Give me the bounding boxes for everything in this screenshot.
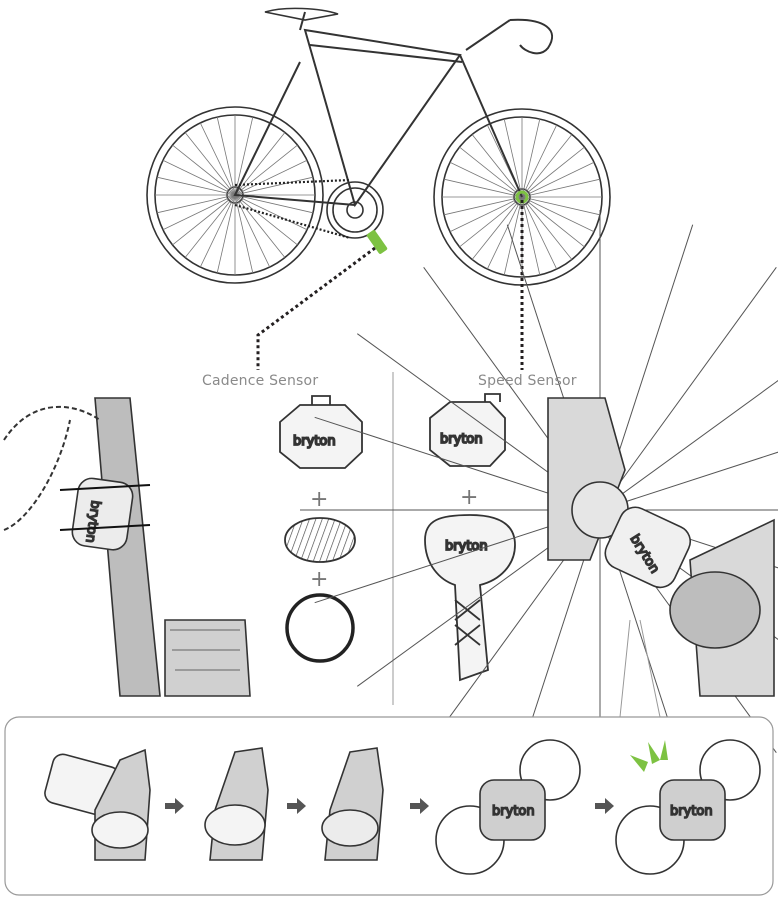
step-2 — [204, 747, 269, 861]
spoke — [521, 118, 541, 198]
step5-brand-mark: bryton — [670, 804, 713, 819]
spoke — [521, 196, 573, 260]
spoke — [216, 194, 236, 274]
bicycle-illustration — [146, 7, 611, 286]
spoke — [449, 161, 523, 198]
spoke — [521, 124, 558, 198]
cadence-sensor-unit: bryton — [279, 395, 363, 469]
step-arrow — [165, 798, 184, 814]
speed-sensor-label: Speed Sensor — [478, 373, 577, 389]
spoke — [486, 196, 523, 270]
spoke — [184, 194, 236, 258]
spoke — [471, 134, 523, 198]
spoke — [471, 196, 523, 260]
speed-mount-bracket: bryton — [424, 514, 516, 682]
plus-sign: + — [460, 485, 478, 510]
step-1 — [44, 748, 151, 861]
spoke — [521, 161, 595, 198]
spoke — [234, 194, 286, 258]
cadence-leader-line — [256, 246, 376, 370]
spoke — [599, 451, 778, 511]
plus-sign: + — [310, 567, 328, 592]
step-5: bryton — [615, 739, 761, 875]
spoke — [234, 176, 314, 196]
spoke — [184, 132, 236, 196]
cadence-sensor-brand-mark: bryton — [82, 499, 103, 543]
spoke — [234, 194, 308, 231]
spoke — [216, 116, 236, 196]
bike-frame — [233, 7, 554, 208]
step-panel — [4, 716, 774, 896]
spoke — [521, 134, 573, 198]
spoke — [199, 122, 236, 196]
speed-hub-view: bryton — [300, 210, 778, 810]
spoke — [234, 116, 254, 196]
step4-brand-mark: bryton — [492, 804, 535, 819]
spoke — [234, 194, 254, 274]
rear-wheel — [146, 106, 324, 284]
spoke — [459, 146, 523, 198]
spoke — [599, 380, 778, 511]
spoke — [172, 144, 236, 196]
speed-sensor-unit: bryton — [429, 393, 506, 467]
spoke — [521, 196, 601, 216]
step-3 — [321, 747, 384, 861]
speed-unit-brand-mark: bryton — [440, 432, 483, 447]
spoke — [234, 144, 298, 196]
step-arrow — [595, 798, 614, 814]
spoke — [521, 196, 595, 233]
spoke — [521, 146, 585, 198]
front-wheel — [433, 108, 611, 286]
spoke — [443, 196, 523, 216]
spoke — [459, 196, 523, 248]
spoke — [234, 194, 271, 268]
spoke — [521, 196, 585, 248]
spoke — [503, 196, 523, 276]
spoke — [443, 178, 523, 198]
crank-arm-highlight — [366, 230, 388, 254]
cadence-crank-view: bryton — [3, 397, 256, 697]
spoke — [234, 194, 314, 214]
step-arrow — [287, 798, 306, 814]
spoke — [156, 176, 236, 196]
install-steps: bryton bryton — [44, 739, 761, 875]
spoke — [521, 196, 541, 276]
spoke — [172, 194, 236, 246]
click-indicator — [630, 740, 668, 772]
cadence-parts-column: bryton + + — [279, 395, 363, 663]
spoke — [521, 178, 601, 198]
spoke — [449, 196, 523, 233]
plus-sign: + — [310, 487, 328, 512]
spoke — [503, 118, 523, 198]
spoke — [234, 194, 298, 246]
spoke — [162, 194, 236, 231]
rubber-pad — [284, 517, 356, 563]
step-arrow — [410, 798, 429, 814]
spoke — [521, 196, 558, 270]
spoke — [199, 194, 236, 268]
spoke — [599, 267, 777, 511]
speed-parts-column: bryton + bryton — [424, 393, 516, 682]
cadence-unit-brand-mark: bryton — [293, 434, 336, 449]
spoke — [162, 159, 236, 196]
bracket-brand-mark: bryton — [445, 539, 488, 554]
cadence-sensor-label: Cadence Sensor — [202, 373, 319, 389]
callout-pointer — [619, 619, 661, 718]
step-4: bryton — [435, 739, 581, 875]
drivetrain — [234, 178, 384, 240]
rubber-band — [285, 593, 355, 663]
spoke — [234, 159, 308, 196]
spoke — [156, 194, 236, 214]
